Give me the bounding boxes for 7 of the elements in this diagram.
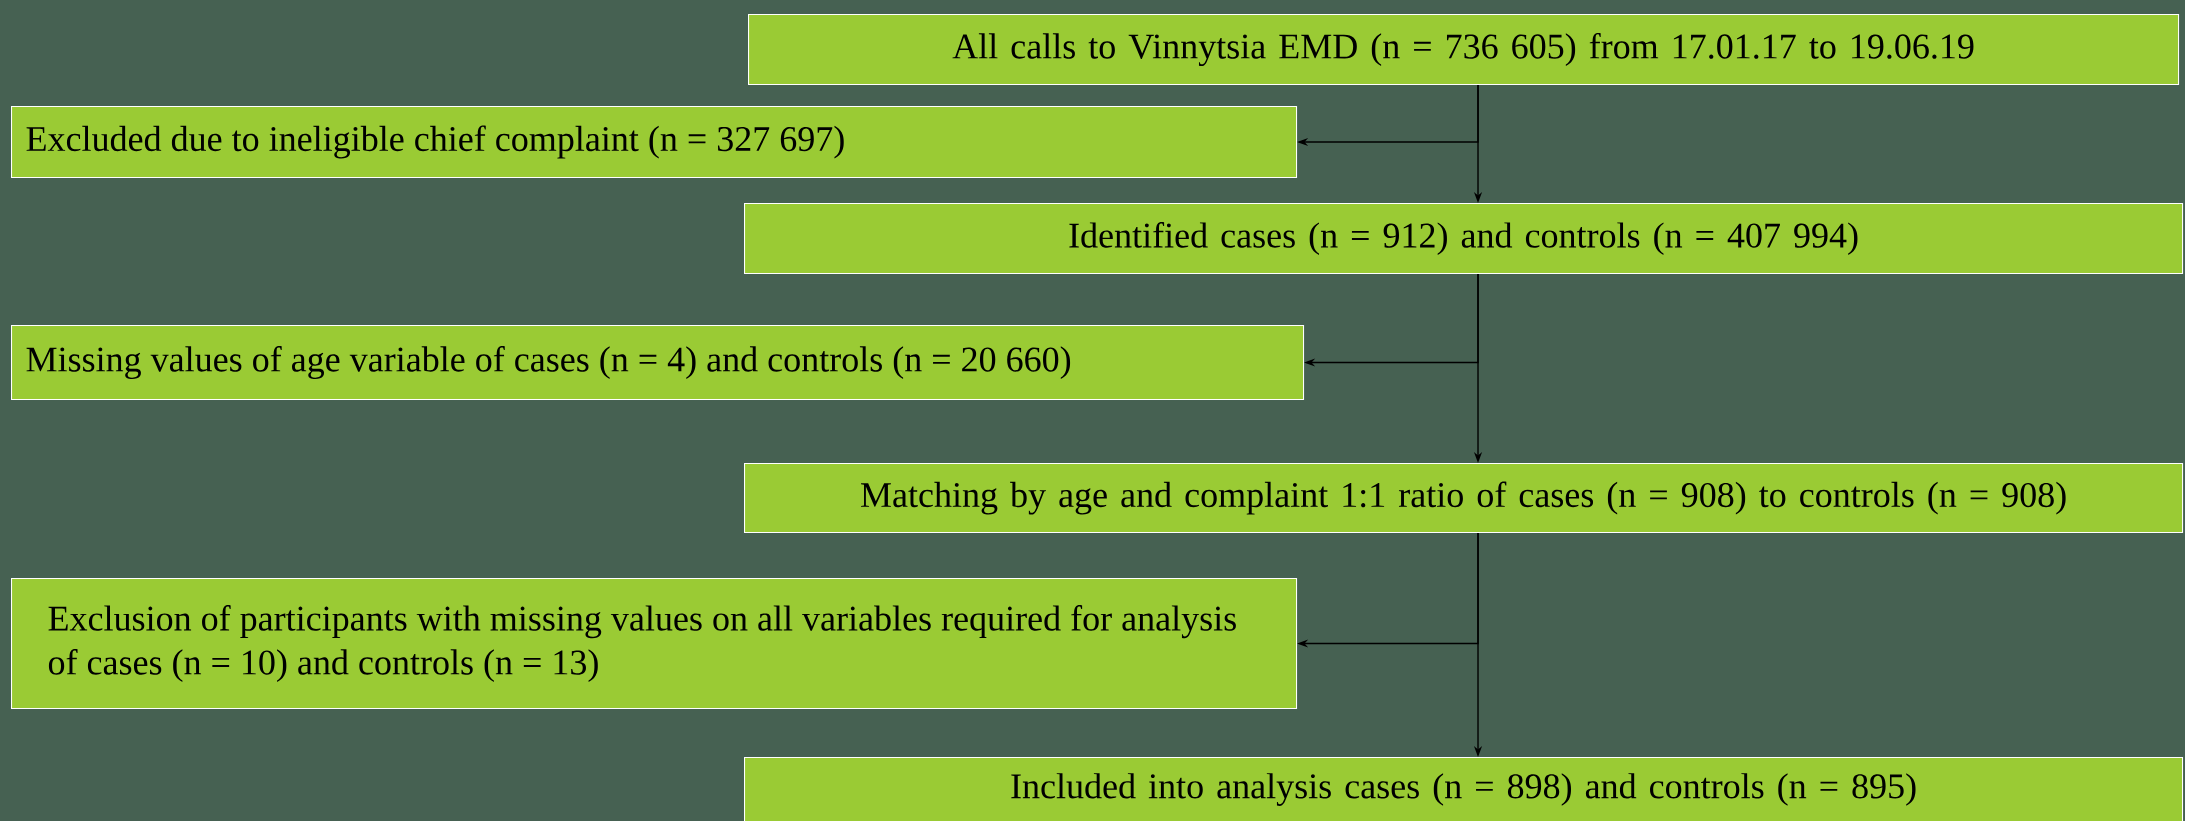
process-box: Included into analysis cases (n = 898) and controls (n = 895) xyxy=(744,757,2184,821)
process-box: Exclusion of participants with missing values on all variables required for analysis of cases (n = 10) and controls (n = 13) xyxy=(11,578,1298,710)
process-box: Identified cases (n = 912) and controls (n = 407 994) xyxy=(744,203,2184,275)
process-box: All calls to Vinnytsia EMD (n = 736 605) from 17.01.17 to 19.06.19 xyxy=(748,14,2180,86)
process-box: Missing values of age variable of cases (n = 4) and controls (n = 20 660) xyxy=(11,325,1305,401)
process-box: Matching by age and complaint 1:1 ratio of cases (n = 908) to controls (n = 908) xyxy=(744,463,2184,534)
process-box: Excluded due to ineligible chief complaint (n = 327 697) xyxy=(11,106,1298,179)
